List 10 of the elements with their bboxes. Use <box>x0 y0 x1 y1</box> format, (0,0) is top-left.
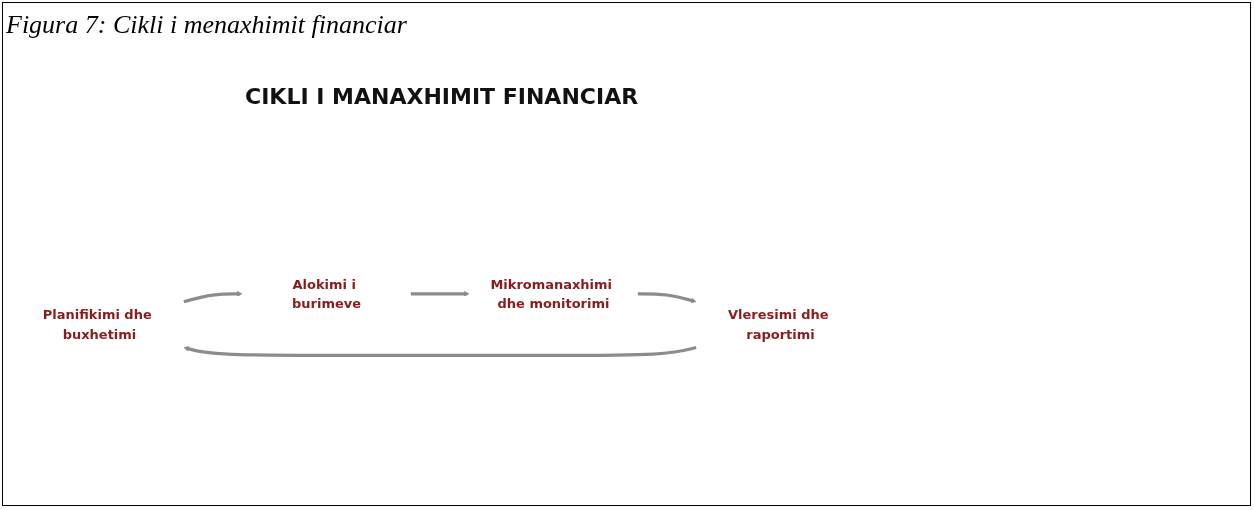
arrow <box>637 292 697 304</box>
caption: Figura 7: Cikli i menaxhimit financiar <box>6 10 407 40</box>
node-text: Alokimi i burimeve <box>292 276 361 312</box>
arrow <box>410 290 470 297</box>
node-text: Mikromanaxhimi dhe monitorimi <box>490 276 613 312</box>
arrow <box>183 345 697 357</box>
arrow <box>183 290 243 304</box>
node-text: Planifikimi dhe buxhetimi <box>42 307 152 343</box>
diagram-title: CIKLI I MANAXHIMIT FINANCIAR <box>245 84 639 109</box>
node-text: Vleresimi dhe raportimi <box>728 307 829 343</box>
